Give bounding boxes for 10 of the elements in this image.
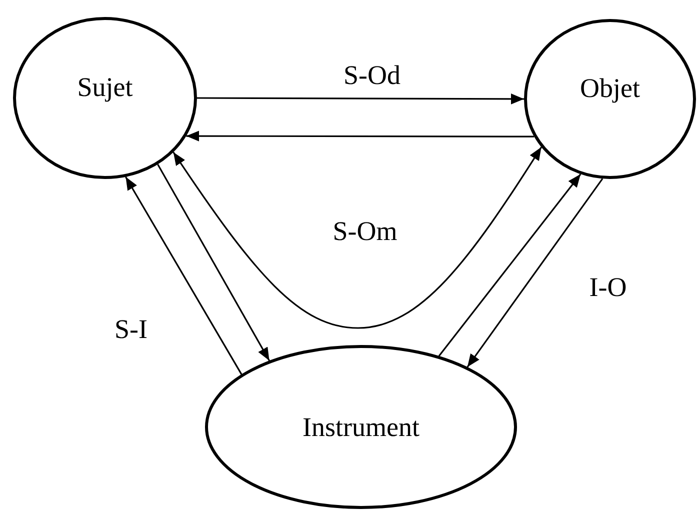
arrow xyxy=(438,174,582,356)
node-label: Instrument xyxy=(302,412,420,442)
arrow xyxy=(157,164,270,362)
arrow xyxy=(125,176,242,375)
node-label: Objet xyxy=(580,72,640,104)
arrow xyxy=(186,130,534,142)
arrow xyxy=(466,178,604,368)
arrow xyxy=(172,146,542,329)
arrow xyxy=(197,94,524,104)
node-label: Sujet xyxy=(77,72,133,102)
